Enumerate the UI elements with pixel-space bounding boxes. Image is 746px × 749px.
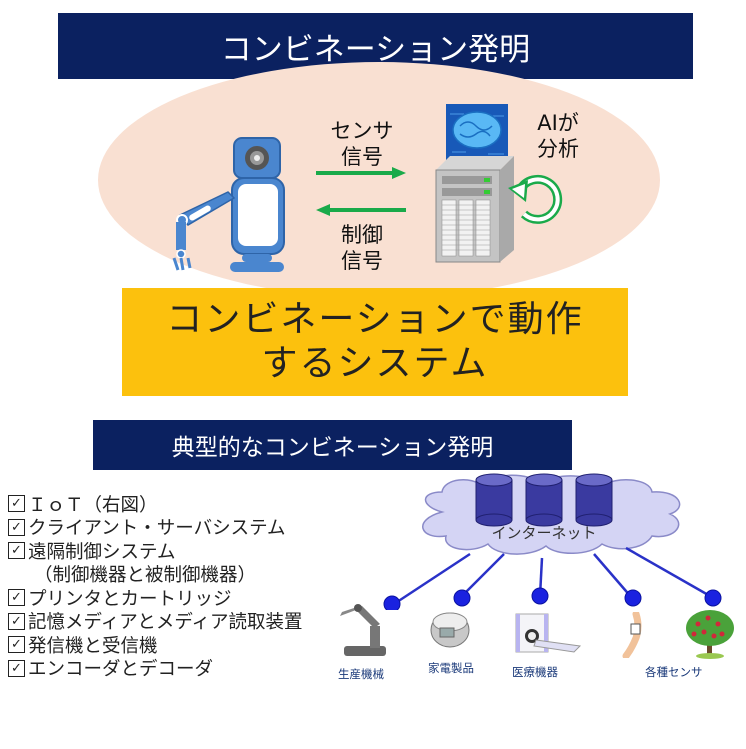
ai-label-line-2: 分析 (537, 137, 579, 161)
network-node (624, 589, 642, 607)
medical-scanner-icon (515, 613, 582, 653)
list-item-label: 発信機と受信機 (28, 635, 158, 657)
network-node (704, 589, 722, 607)
combination-system-box: コンビネーションで動作 するシステム (122, 288, 628, 396)
system-box-line-2: するシステム (261, 343, 489, 384)
list-item-label: ＩｏＴ（右図） (28, 494, 158, 516)
list-item: ✓発信機と受信機 (8, 633, 303, 657)
database-icon (575, 473, 613, 527)
ai-analysis-label: AIが 分析 (528, 110, 588, 162)
connection-lines (393, 546, 711, 606)
device-label: 医療機器 (512, 665, 558, 679)
ai-server-icon (435, 104, 514, 263)
control-signal-arrow (316, 204, 406, 216)
invention-checklist: ✓ＩｏＴ（右図） ✓クライアント・サーバシステム ✓遠隔制御システム （制御機器… (8, 492, 303, 680)
list-item: ✓遠隔制御システム (8, 539, 303, 563)
rice-cooker-icon (430, 612, 470, 648)
sensor-signal-line-1: センサ (330, 119, 394, 143)
list-item: ✓エンコーダとデコーダ (8, 657, 303, 681)
control-signal-line-2: 信号 (341, 249, 383, 273)
refresh-cycle-icon (508, 174, 563, 224)
list-item-label: エンコーダとデコーダ (28, 659, 214, 681)
checkbox-checked[interactable]: ✓ (8, 542, 25, 560)
list-item: ✓記憶メディアとメディア読取装置 (8, 610, 303, 634)
iot-network-diagram: インターネット (383, 473, 722, 610)
sensor-signal-arrow (316, 167, 406, 179)
sensors-label: 各種センサ (645, 665, 703, 679)
control-signal-label: 制御 信号 (322, 222, 402, 274)
tree-sensor-icon (686, 610, 734, 659)
network-node (453, 589, 471, 607)
checkbox-checked[interactable]: ✓ (8, 659, 25, 677)
industrial-robot-icon (340, 604, 386, 656)
robot-arm-icon (172, 137, 285, 272)
checkbox-checked[interactable]: ✓ (8, 636, 25, 654)
checkbox-checked[interactable]: ✓ (8, 612, 25, 630)
list-item: ✓ＩｏＴ（右図） (8, 492, 303, 516)
system-ellipse-background (98, 62, 660, 298)
sensor-signal-line-2: 信号 (341, 145, 383, 169)
database-icon (475, 473, 513, 527)
list-item-label: プリンタとカートリッジ (28, 588, 232, 610)
device-label: 生産機械 (338, 667, 384, 681)
database-icon (525, 473, 563, 527)
list-item: ✓クライアント・サーバシステム (8, 516, 303, 540)
device-label: 家電製品 (428, 661, 474, 675)
list-item-label: 遠隔制御システム (28, 541, 176, 563)
checkbox-checked[interactable]: ✓ (8, 589, 25, 607)
list-item: ✓プリンタとカートリッジ (8, 586, 303, 610)
sensor-signal-label: センサ 信号 (322, 118, 402, 170)
network-node (383, 595, 401, 610)
system-box-line-1: コンビネーションで動作 (166, 299, 584, 340)
ai-label-line-1: AIが (537, 111, 579, 135)
checkbox-checked[interactable]: ✓ (8, 495, 25, 513)
network-node (531, 587, 549, 605)
control-signal-line-1: 制御 (341, 223, 383, 247)
list-item-label: クライアント・サーバシステム (28, 518, 286, 540)
checkbox-checked[interactable]: ✓ (8, 518, 25, 536)
list-item-sublabel: （制御機器と被制御機器） (34, 565, 257, 587)
cloud-label: インターネット (491, 524, 596, 542)
section-title: 典型的なコンビネーション発明 (93, 420, 572, 470)
wearable-sensor-icon (622, 612, 642, 658)
list-item-label: 記憶メディアとメディア読取装置 (28, 612, 303, 634)
